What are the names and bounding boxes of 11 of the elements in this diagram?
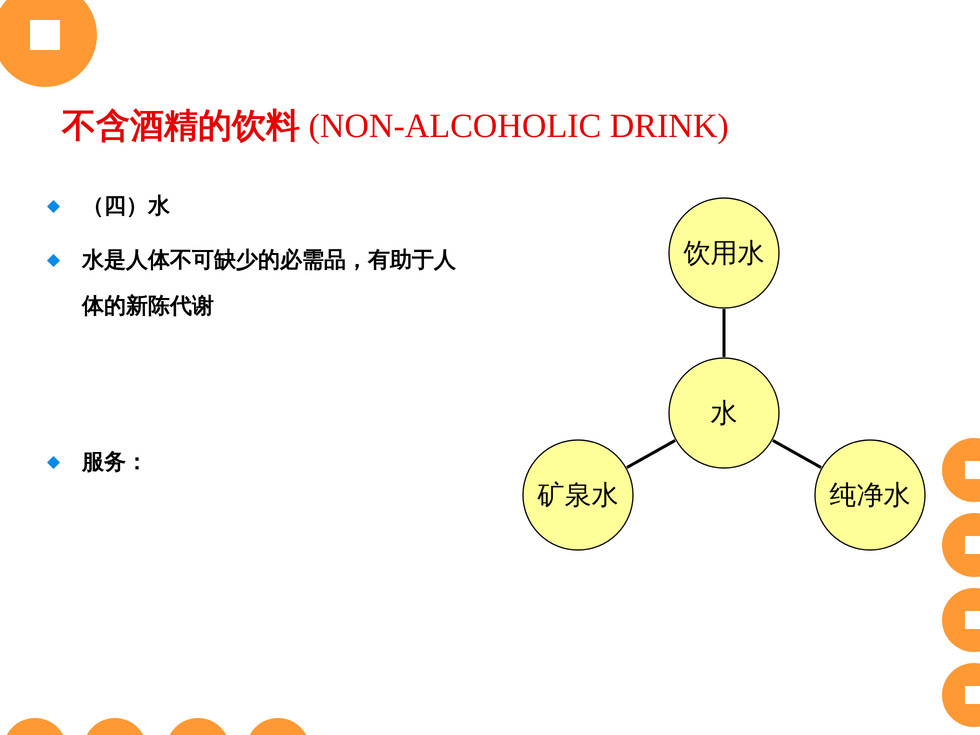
bullet-text: 服务： [82, 449, 149, 477]
connector-line [772, 439, 822, 469]
circle-node: 饮用水 [668, 197, 780, 309]
circle-node: 矿泉水 [522, 439, 634, 551]
connector-line [722, 309, 726, 357]
bullet-text: （四）水 [82, 193, 171, 221]
circle-node: 纯净水 [814, 439, 926, 551]
bullet-text: 水是人体不可缺少的必需品，有助于人体的新陈代谢 [82, 247, 457, 321]
circle-node: 水 [668, 357, 780, 469]
slide-title: 不含酒精的饮料 (NON-ALCOHOLIC DRINK) [62, 107, 729, 147]
connector-line [626, 439, 676, 469]
